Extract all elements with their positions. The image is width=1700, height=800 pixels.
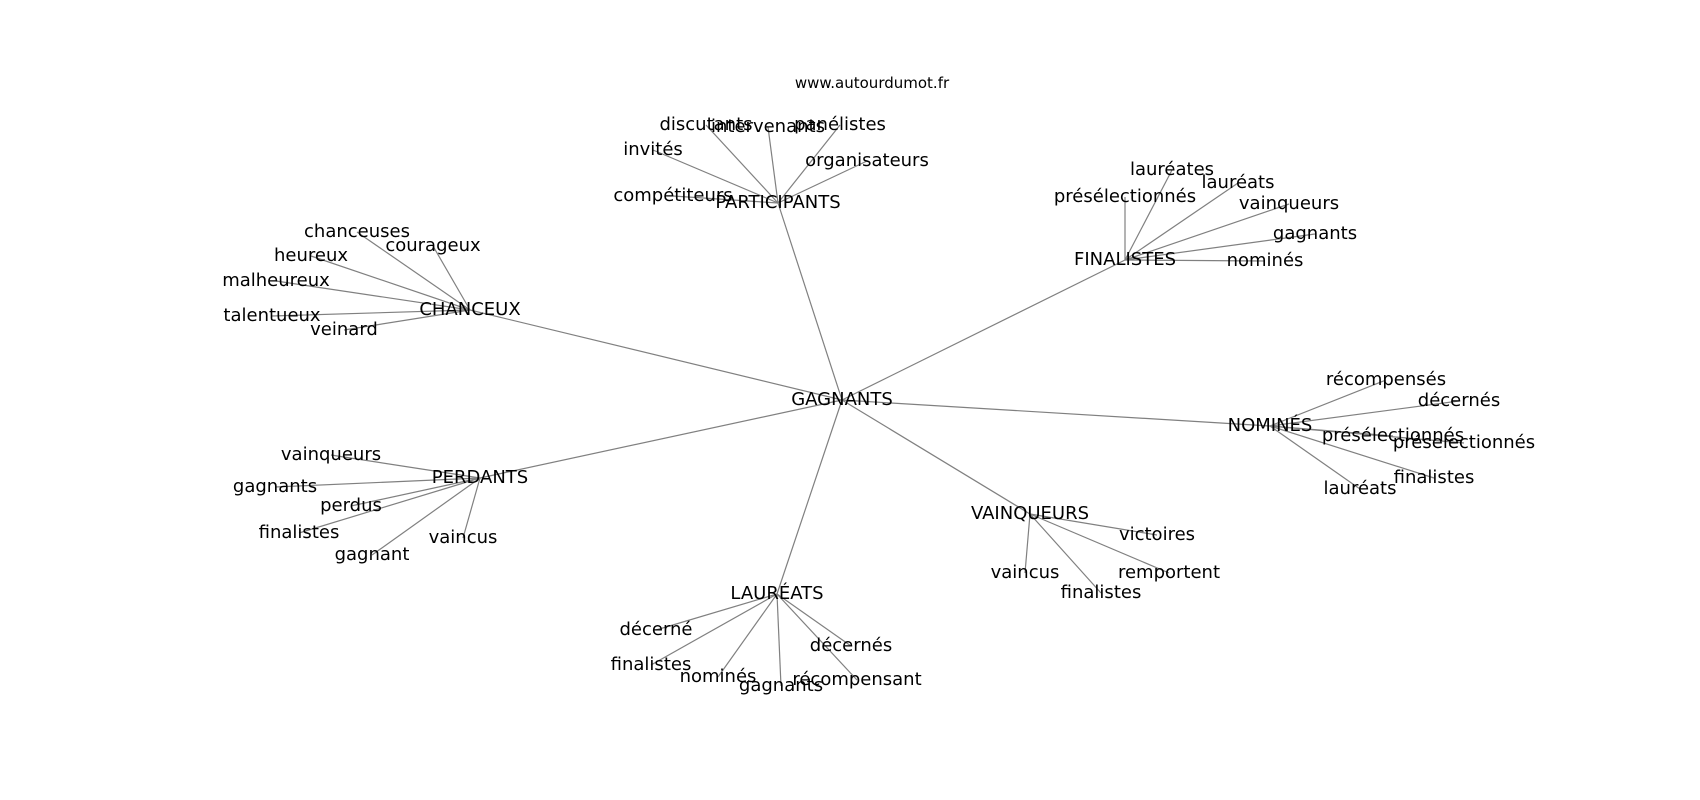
edge-group-to-word bbox=[652, 149, 779, 204]
word-node-label: organisateurs bbox=[805, 150, 929, 171]
word-node-label: gagnants bbox=[739, 675, 823, 696]
edge-group-to-word bbox=[655, 593, 778, 631]
edge-group-to-word bbox=[777, 124, 841, 204]
word-node-label: perdus bbox=[320, 495, 382, 516]
word-node-label: nominés bbox=[1227, 250, 1304, 271]
edge-center-to-group bbox=[776, 399, 843, 595]
word-node-label: vaincus bbox=[429, 527, 498, 548]
edge-group-to-word bbox=[1124, 259, 1266, 262]
edge-center-to-group bbox=[841, 259, 1126, 401]
word-node-label: victoires bbox=[1119, 524, 1195, 545]
word-node-label: invités bbox=[623, 139, 683, 160]
word-node-label: compétiteurs bbox=[613, 185, 732, 206]
word-node-label: remportent bbox=[1118, 562, 1220, 583]
word-node-label: gagnants bbox=[1273, 223, 1357, 244]
word-node-label: préselectionnés bbox=[1393, 432, 1535, 453]
word-node-label: vainqueurs bbox=[1239, 193, 1339, 214]
word-node-label: nominés bbox=[680, 666, 757, 687]
word-node-label: décerné bbox=[619, 619, 692, 640]
edge-group-to-word bbox=[298, 477, 481, 534]
edge-group-to-word bbox=[776, 593, 782, 687]
word-node-label: lauréates bbox=[1130, 159, 1214, 180]
edge-group-to-word bbox=[1269, 425, 1361, 490]
word-node-label: présélectionnés bbox=[1054, 186, 1196, 207]
group-node-label: NOMINÉS bbox=[1228, 414, 1313, 436]
edge-group-to-word bbox=[1269, 425, 1465, 444]
edges bbox=[271, 124, 1465, 687]
word-node-label: finalistes bbox=[1061, 582, 1142, 603]
edge-center-to-group bbox=[841, 399, 1031, 515]
word-node-label: heureux bbox=[274, 245, 348, 266]
group-node-label: LAURÉATS bbox=[730, 582, 823, 604]
edge-center-to-group bbox=[479, 399, 843, 479]
word-node-label: récompensés bbox=[1326, 369, 1446, 390]
group-node-label: CHANCEUX bbox=[419, 299, 520, 320]
edge-group-to-word bbox=[1269, 400, 1460, 427]
edge-group-to-word bbox=[1024, 513, 1031, 574]
edge-group-to-word bbox=[776, 593, 852, 647]
edge-group-to-word bbox=[767, 126, 779, 204]
edge-group-to-word bbox=[350, 477, 481, 507]
edge-group-to-word bbox=[705, 124, 779, 204]
edge-group-to-word bbox=[1269, 425, 1435, 479]
group-node-label: PERDANTS bbox=[432, 467, 528, 488]
word-node-label: chanceuses bbox=[304, 221, 410, 242]
word-node-label: vaincus bbox=[991, 562, 1060, 583]
edge-center-to-group bbox=[777, 202, 843, 401]
word-node-label: gagnant bbox=[335, 544, 410, 565]
edge-group-to-word bbox=[717, 593, 778, 678]
labels: GAGNANTS PARTICIPANTS discutantsintervenan… bbox=[222, 114, 1535, 696]
edge-group-to-word bbox=[672, 195, 779, 204]
edge-group-to-word bbox=[1124, 203, 1290, 261]
group-node-label: FINALISTES bbox=[1074, 249, 1176, 270]
edge-group-to-word bbox=[330, 454, 481, 479]
word-node-label: décernés bbox=[1418, 390, 1500, 411]
word-node-label: panélistes bbox=[794, 114, 886, 135]
edge-group-to-word bbox=[1029, 513, 1170, 574]
edge-group-to-word bbox=[777, 160, 868, 204]
edge-group-to-word bbox=[274, 477, 481, 488]
group-node-label: PARTICIPANTS bbox=[715, 192, 840, 213]
word-node-label: présélectionnés bbox=[1322, 425, 1464, 446]
edge-group-to-word bbox=[275, 280, 471, 311]
word-node-label: vainqueurs bbox=[281, 444, 381, 465]
site-url: www.autourdumot.fr bbox=[795, 74, 950, 92]
edge-group-to-word bbox=[271, 309, 471, 317]
word-node-label: lauréats bbox=[1324, 478, 1397, 499]
edge-group-to-word bbox=[1124, 182, 1239, 261]
edge-group-to-word bbox=[650, 593, 778, 666]
word-node-label: gagnants bbox=[233, 476, 317, 497]
edge-center-to-group bbox=[469, 309, 843, 401]
edge-group-to-word bbox=[1029, 513, 1158, 536]
edge-group-to-word bbox=[462, 477, 481, 539]
edge-group-to-word bbox=[432, 245, 471, 311]
word-node-label: finalistes bbox=[1394, 467, 1475, 488]
word-node-label: veinard bbox=[310, 319, 378, 340]
edge-group-to-word bbox=[1029, 513, 1102, 594]
edge-group-to-word bbox=[1269, 379, 1387, 427]
word-node-label: finalistes bbox=[259, 522, 340, 543]
edge-group-to-word bbox=[371, 477, 481, 556]
edge-group-to-word bbox=[776, 593, 858, 681]
word-node-label: malheureux bbox=[222, 270, 330, 291]
word-node-label: finalistes bbox=[611, 654, 692, 675]
center-node-label: GAGNANTS bbox=[791, 389, 893, 410]
edge-group-to-word bbox=[1124, 169, 1173, 261]
group-node-label: VAINQUEURS bbox=[971, 503, 1089, 524]
word-node-label: courageux bbox=[385, 235, 481, 256]
word-node-label: discutants bbox=[659, 114, 752, 135]
edge-group-to-word bbox=[1124, 233, 1316, 261]
word-node-label: intervenants bbox=[711, 116, 825, 137]
edge-group-to-word bbox=[343, 309, 471, 331]
word-node-label: décernés bbox=[810, 635, 892, 656]
word-node-label: lauréats bbox=[1202, 172, 1275, 193]
edge-group-to-word bbox=[310, 255, 471, 311]
word-node-label: récompensant bbox=[792, 669, 921, 690]
edge-center-to-group bbox=[841, 399, 1271, 427]
word-node-label: talentueux bbox=[223, 305, 321, 326]
edge-group-to-word bbox=[356, 231, 471, 311]
